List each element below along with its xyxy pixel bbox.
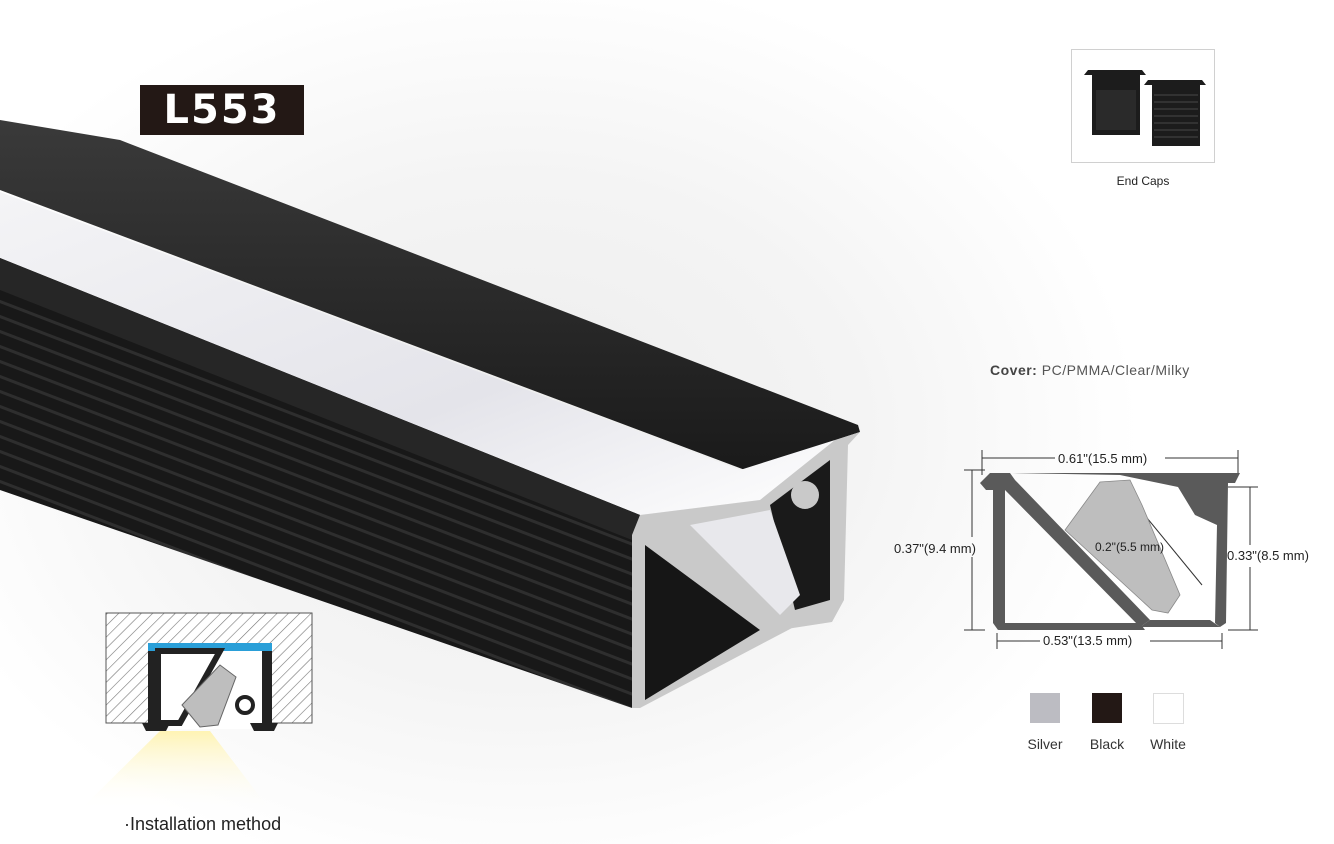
end-caps-thumbnail <box>1071 49 1215 163</box>
dim-height-right: 0.33"(8.5 mm) <box>1227 548 1309 563</box>
installation-label: ·Installation method <box>124 814 282 834</box>
swatch-label-black: Black <box>1089 736 1125 752</box>
swatch-black <box>1092 693 1122 723</box>
cover-spec: Cover: PC/PMMA/Clear/Milky <box>990 362 1190 378</box>
swatch-label-white: White <box>1150 736 1186 752</box>
cross-section-diagram <box>964 450 1258 649</box>
model-badge: L553 <box>140 85 304 135</box>
dim-width-bottom: 0.53"(13.5 mm) <box>1043 633 1133 648</box>
cover-label: Cover: <box>990 362 1038 378</box>
cover-value: PC/PMMA/Clear/Milky <box>1041 362 1190 378</box>
dim-height-left: 0.37"(9.4 mm) <box>894 541 976 556</box>
end-caps-icon <box>1084 70 1206 146</box>
dim-width-top: 0.61"(15.5 mm) <box>1058 451 1148 466</box>
swatch-white <box>1153 693 1184 724</box>
swatch-label-silver: Silver <box>1027 736 1063 752</box>
end-caps-label: End Caps <box>1116 174 1170 188</box>
swatch-silver <box>1030 693 1060 723</box>
installation-diagram <box>80 612 313 810</box>
dim-diffuser-width: 0.2"(5.5 mm) <box>1095 540 1164 554</box>
